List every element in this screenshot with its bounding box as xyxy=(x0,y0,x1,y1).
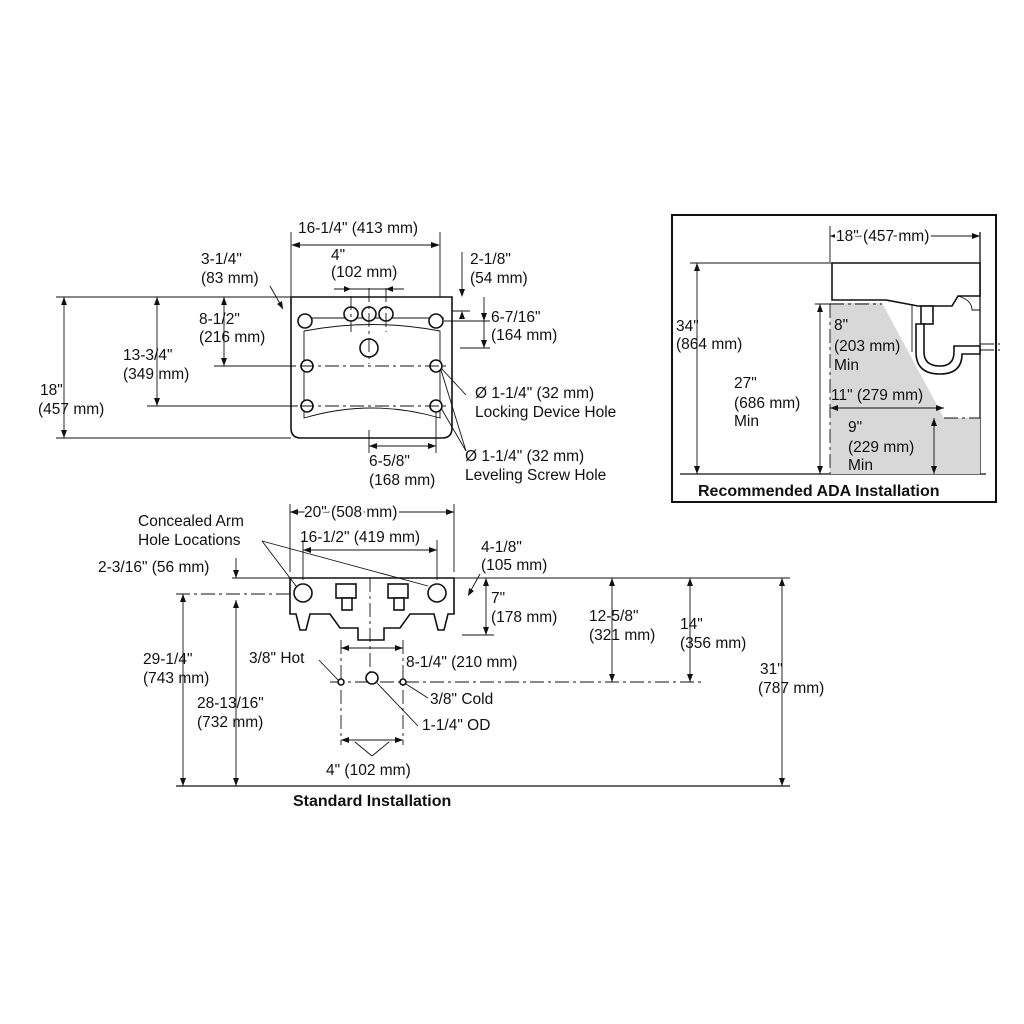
ada-title: Recommended ADA Installation xyxy=(698,483,940,500)
left-h2-in: 28-13/16" xyxy=(197,695,264,712)
drain-tailpiece xyxy=(920,305,934,325)
left-h1-in: 29-1/4" xyxy=(143,651,192,668)
standard-installation: Concealed Arm Hole Locations 20" (508 mm… xyxy=(98,502,824,811)
width-20-label: 20" (508 mm) xyxy=(304,504,397,521)
corner-hole-left xyxy=(297,313,313,329)
side-depth-in: 6-7/16" xyxy=(491,309,540,326)
locking-hole-label: Locking Device Hole xyxy=(475,404,616,421)
ada-toe-h-mm: (229 mm) xyxy=(848,439,914,456)
arm-hole-right xyxy=(427,583,447,603)
corner-hole-right xyxy=(428,313,444,329)
drain-outlet xyxy=(365,671,379,685)
ada-depth-bg: 18" (457 mm) xyxy=(836,228,929,245)
side-depth-mm: (164 mm) xyxy=(491,327,557,344)
ada-height-in: 34" xyxy=(676,318,699,335)
back-offset-in: 2-1/8" xyxy=(470,251,511,268)
arm-label-2: Hole Locations xyxy=(138,532,241,549)
hot-label: 3/8" Hot xyxy=(249,650,305,667)
drain-drop-in: 14" xyxy=(680,616,703,633)
rim-height-mm: (787 mm) xyxy=(758,680,824,697)
ada-toe-h-min: Min xyxy=(848,457,873,474)
cold-label: 3/8" Cold xyxy=(430,691,493,708)
top-view: 16-1/4" (413 mm) 4" (102 mm) 3-1/4" (83 … xyxy=(38,220,616,489)
bracket-right xyxy=(387,583,409,599)
hole-span-in: 13-3/4" xyxy=(123,347,172,364)
ada-toe-in: 8" xyxy=(834,317,848,334)
ada-panel: 18" (457 mm) 18" (457 mm) 34" (864 mm) 2… xyxy=(671,214,1000,503)
supply-drop-in: 12-5/8" xyxy=(589,608,638,625)
svg-text:20" (508 mm): 20" (508 mm) xyxy=(304,504,397,521)
leveling-hole-size: Ø 1-1/4" (32 mm) xyxy=(465,448,584,465)
bowl-height-mm: (178 mm) xyxy=(491,609,557,626)
ada-knee-depth: 11" (279 mm) xyxy=(831,387,923,404)
drain-width-label: 8-1/4" (210 mm) xyxy=(406,654,517,671)
ada-knee-min: Min xyxy=(734,413,759,430)
drain-drop-mm: (356 mm) xyxy=(680,635,746,652)
rim-height-in: 31" xyxy=(760,661,783,678)
arm-label-1: Concealed Arm xyxy=(138,513,244,530)
hot-supply xyxy=(337,678,345,686)
arm-hole-left xyxy=(293,583,313,603)
ada-sink-profile xyxy=(831,262,981,307)
ada-toe-h-in: 9" xyxy=(848,419,862,436)
supply-drop-mm: (321 mm) xyxy=(589,627,655,644)
drain-offset-mm: (168 mm) xyxy=(369,472,435,489)
ada-toe-mm: (203 mm) xyxy=(834,338,900,355)
supply-spacing-label: 4" (102 mm) xyxy=(326,762,411,779)
ada-height-mm: (864 mm) xyxy=(676,336,742,353)
right-offset-mm: (105 mm) xyxy=(481,557,547,574)
bowl-height-in: 7" xyxy=(491,590,505,607)
left-h2-mm: (732 mm) xyxy=(197,714,263,731)
width-16-label: 16-1/2" (419 mm) xyxy=(300,529,420,546)
overall-width-label: 16-1/4" (413 mm) xyxy=(298,220,418,237)
left-h1-mm: (743 mm) xyxy=(143,670,209,687)
clearance-zone xyxy=(830,303,980,474)
right-offset-in: 4-1/8" xyxy=(481,539,522,556)
faucet-spacing-mm: (102 mm) xyxy=(331,264,397,281)
left-offset-mm: (83 mm) xyxy=(201,270,259,287)
standard-title: Standard Installation xyxy=(293,793,451,810)
ada-knee-in: 27" xyxy=(734,375,757,392)
sink-front-outline xyxy=(289,577,455,641)
sink-top-outline xyxy=(290,296,453,439)
faucet-spacing-in: 4" xyxy=(331,247,345,264)
ada-knee-mm: (686 mm) xyxy=(734,395,800,412)
drain-od-label: 1-1/4" OD xyxy=(422,717,490,734)
drain-back-mm: (216 mm) xyxy=(199,329,265,346)
cold-supply xyxy=(399,678,407,686)
ada-toe-min: Min xyxy=(834,357,859,374)
overall-depth-mm: (457 mm) xyxy=(38,401,104,418)
locking-hole-size: Ø 1-1/4" (32 mm) xyxy=(475,385,594,402)
drain-back-in: 8-1/2" xyxy=(199,311,240,328)
back-offset-mm: (54 mm) xyxy=(470,270,528,287)
left-offset-in: 3-1/4" xyxy=(201,251,242,268)
overall-depth-in: 18" xyxy=(40,382,63,399)
leveling-hole-label: Leveling Screw Hole xyxy=(465,467,606,484)
top-offset-label: 2-3/16" (56 mm) xyxy=(98,559,209,576)
ada-depth-label: 18" (457 mm) xyxy=(836,228,929,245)
sink-bowl-rim xyxy=(303,324,441,419)
bracket-left xyxy=(335,583,357,599)
hole-span-mm: (349 mm) xyxy=(123,366,189,383)
drain-offset-in: 6-5/8" xyxy=(369,453,410,470)
